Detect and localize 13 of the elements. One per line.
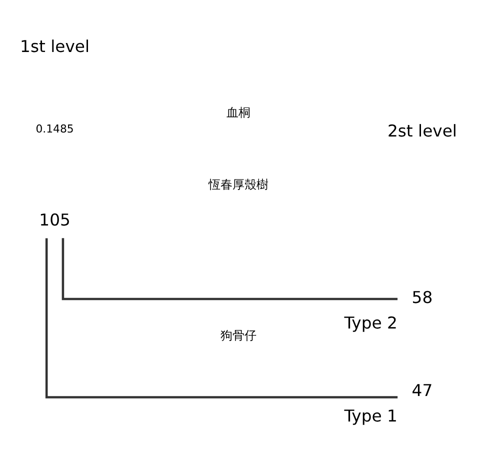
node-text: 47 [412,380,433,400]
label: 狗骨仔 [220,328,256,342]
connector [45,238,398,398]
label: 0.1485 [36,122,74,136]
node-label: Type 1 [344,406,398,425]
label: 1st level [20,36,90,56]
label: 恆春厚殼樹 [208,176,268,191]
connector [62,238,398,300]
label: 2st level [387,121,457,140]
label: 血桐 [226,105,250,120]
node-text: 105 [39,210,70,230]
node-label: Type 2 [344,313,398,332]
node-text: 58 [412,288,433,307]
